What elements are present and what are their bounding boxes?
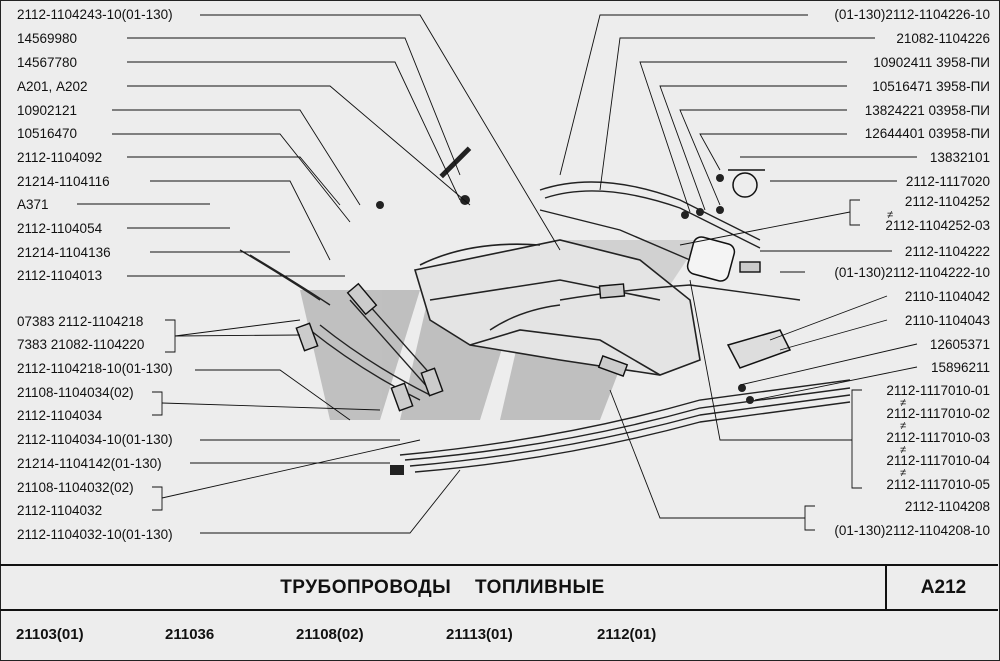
label-left-10: 2112-1104054 xyxy=(17,221,103,236)
label-left-22: 2112-1104032-10(01-130) xyxy=(17,527,173,542)
interchange-mark-1: ≠ xyxy=(887,209,894,221)
label-right-15: 12605371 xyxy=(929,337,990,352)
title-bar: ТРУБОПРОВОДЫ ТОПЛИВНЫЕ А212 xyxy=(0,564,998,611)
label-left-20: 21108-1104032(02) xyxy=(17,480,134,495)
leader-lines-right xyxy=(559,14,918,531)
pipe-lines xyxy=(239,181,851,473)
label-right-2: 21082-1104226 xyxy=(896,31,990,46)
model-item: 211036 xyxy=(165,626,215,643)
label-left-16: 21108-1104034(02) xyxy=(17,385,134,400)
label-right-18: 2112-1117010-02 xyxy=(886,406,990,421)
label-left-1: 2112-1104243-10(01-130) xyxy=(17,7,173,22)
label-left-15: 2112-1104218-10(01-130) xyxy=(17,361,173,376)
label-right-22: 2112-1104208 xyxy=(904,499,990,514)
label-left-18: 2112-1104034-10(01-130) xyxy=(17,432,173,447)
label-right-21: 2112-1117010-05 xyxy=(886,477,990,492)
label-left-7: 2112-1104092 xyxy=(17,150,103,165)
model-item: 21113(01) xyxy=(446,626,513,643)
label-right-10: 2112-1104252-03 xyxy=(885,218,990,233)
label-right-17: 2112-1117010-01 xyxy=(886,383,990,398)
interchange-mark-4: ≠ xyxy=(900,444,907,456)
label-left-4: А201, А202 xyxy=(17,79,88,94)
page-title: ТРУБОПРОВОДЫ ТОПЛИВНЫЕ xyxy=(280,577,605,598)
label-right-1: (01-130)2112-1104226-10 xyxy=(834,7,990,22)
interchange-mark-3: ≠ xyxy=(900,420,907,432)
interchange-mark-2: ≠ xyxy=(900,397,907,409)
label-left-3: 14567780 xyxy=(17,55,78,70)
label-right-12: (01-130)2112-1104222-10 xyxy=(834,265,990,280)
label-left-14: 7383 21082-1104220 xyxy=(17,337,145,352)
leader-lines-left xyxy=(77,14,561,534)
bracket xyxy=(726,329,792,369)
label-right-14: 2110-1104043 xyxy=(904,313,990,328)
label-left-17: 2112-1104034 xyxy=(17,408,103,423)
label-right-8: 2112-1117020 xyxy=(905,174,990,189)
label-left-5: 10902121 xyxy=(17,103,78,118)
label-right-4: 10516471 3958-ПИ xyxy=(872,79,990,94)
page-code: А212 xyxy=(885,566,1000,609)
model-item: 21103(01) xyxy=(16,626,84,643)
label-right-3: 10902411 3958-ПИ xyxy=(873,55,990,70)
fuel-filter xyxy=(686,236,736,282)
label-left-13: 07383 2112-1104218 xyxy=(17,314,144,329)
label-left-11: 21214-1104136 xyxy=(17,245,111,260)
label-right-19: 2112-1117010-03 xyxy=(886,430,990,445)
label-right-5: 13824221 03958-ПИ xyxy=(864,103,990,118)
label-right-20: 2112-1117010-04 xyxy=(886,453,990,468)
label-left-8: 21214-1104116 xyxy=(17,174,110,189)
label-left-2: 14569980 xyxy=(17,31,78,46)
clamp xyxy=(728,169,765,198)
label-left-6: 10516470 xyxy=(17,126,78,141)
label-left-21: 2112-1104032 xyxy=(17,503,103,518)
hoses xyxy=(295,261,761,412)
label-left-19: 21214-1104142(01-130) xyxy=(17,456,162,471)
model-item: 21108(02) xyxy=(296,626,364,643)
label-right-9: 2112-1104252 xyxy=(904,194,990,209)
label-right-16: 15896211 xyxy=(930,360,990,375)
label-right-7: 13832101 xyxy=(929,150,990,165)
label-left-9: А371 xyxy=(17,197,49,212)
model-item: 2112(01) xyxy=(597,626,657,643)
interchange-mark-5: ≠ xyxy=(900,467,907,479)
label-right-6: 12644401 03958-ПИ xyxy=(864,126,990,141)
model-list: 21103(01) 211036 21108(02) 21113(01) 211… xyxy=(0,609,998,659)
label-right-11: 2112-1104222 xyxy=(904,244,990,259)
label-right-23: (01-130)2112-1104208-10 xyxy=(834,523,990,538)
label-left-12: 2112-1104013 xyxy=(17,268,103,283)
label-right-13: 2110-1104042 xyxy=(904,289,990,304)
fuel-tank xyxy=(413,239,701,376)
